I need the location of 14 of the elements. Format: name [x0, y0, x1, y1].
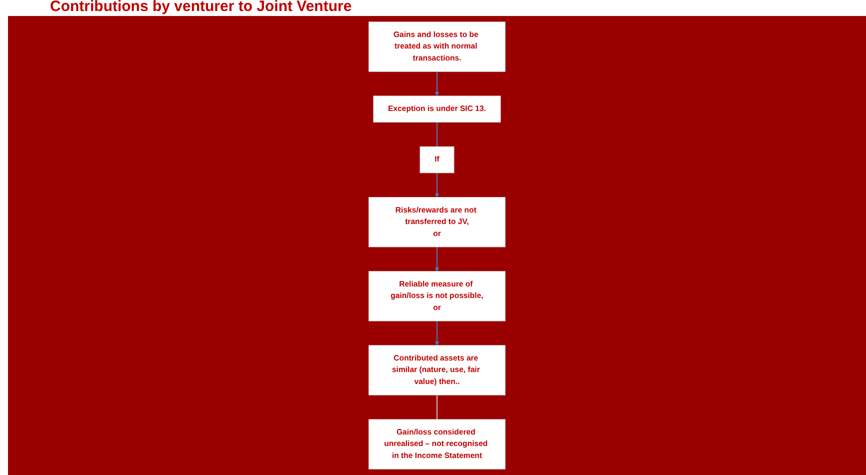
node-box: [368, 271, 506, 322]
arrow: [434, 71, 440, 96]
connector: [436, 122, 438, 148]
connector: [436, 394, 438, 420]
node-box: [368, 345, 506, 396]
arrow: [434, 320, 440, 346]
node-box: [373, 96, 501, 122]
node-box: [368, 197, 506, 248]
arrow: [434, 172, 440, 198]
node-box: [368, 419, 506, 470]
arrow: [434, 246, 440, 272]
title: Contributions by venturer to Joint Venture: [50, 0, 352, 14]
node-box: [420, 146, 454, 174]
node-box: [368, 22, 506, 72]
